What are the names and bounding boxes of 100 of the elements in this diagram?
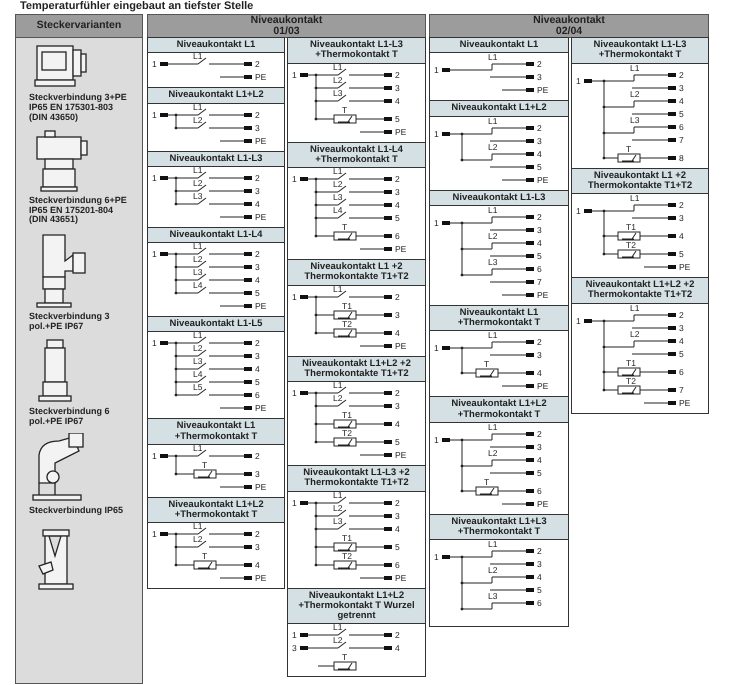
terminal-label: 2 (255, 450, 260, 461)
terminal-label: 2 (537, 122, 542, 132)
contact-label: T1 (626, 358, 636, 368)
terminal-label: 6 (255, 390, 260, 400)
terminal-label: PE (255, 573, 266, 584)
terminal-label: 3 (679, 322, 684, 332)
terminal-label: 4 (395, 419, 400, 429)
contact-label: L2 (333, 179, 342, 189)
schematic-panel (287, 37, 426, 142)
terminal-label: 2 (395, 174, 400, 184)
contact-label: L2 (488, 448, 498, 458)
terminal-label: 5 (537, 250, 542, 261)
contact-label: L3 (333, 88, 342, 98)
terminal-label: PE (255, 301, 266, 311)
terminal-label: 5 (537, 468, 542, 478)
contact-label: L3 (488, 591, 498, 602)
contact-label: T (342, 652, 348, 662)
connector-caption: Steckverbindung 3+PE IP65 EN 175301-803 (DIN 43650) (29, 93, 128, 123)
schematic-panel (287, 356, 426, 466)
contact-label: L2 (488, 142, 498, 152)
terminal-label: 1 (152, 59, 157, 70)
contact-label: L2 (333, 502, 342, 512)
terminal-label: 1 (434, 65, 439, 76)
schematic-panel (147, 150, 285, 228)
contact-label: L3 (630, 114, 640, 124)
contact-label: T (484, 359, 490, 370)
terminal-label: 1 (292, 174, 297, 184)
schematic-panel (147, 418, 285, 498)
terminal-label: 4 (255, 364, 260, 374)
terminal-label: 5 (537, 162, 542, 172)
terminal-label: 1 (152, 338, 157, 348)
contact-label: T1 (342, 300, 352, 310)
terminal-label: 4 (255, 198, 260, 209)
schematic-panel (287, 142, 426, 260)
terminal-label: 6 (395, 231, 400, 241)
terminal-label: 2 (679, 70, 684, 80)
panel-heading: Niveaukontakt L1-L4 (148, 228, 284, 243)
contact-label: L1 (193, 444, 202, 453)
terminal-label: 2 (255, 529, 260, 540)
schematic-panel (571, 168, 709, 278)
contact-label: L1 (488, 206, 498, 215)
terminal-label: 2 (395, 630, 400, 640)
page-title: Temperaturfühler eingebaut an tiefster Stelle (20, 0, 254, 12)
panel-heading: Niveaukontakt L1 +Thermokontakt T (148, 419, 284, 445)
terminal-label: 5 (679, 108, 684, 118)
terminal-label: 1 (576, 316, 581, 326)
terminal-label: 1 (152, 450, 157, 461)
contact-label: L4 (193, 369, 202, 380)
terminal-label: PE (679, 262, 690, 272)
contact-label: L1 (333, 624, 342, 632)
connector-caption: Steckverbindung IP65 (29, 506, 124, 516)
contact-label: L2 (630, 88, 640, 98)
contact-label: T (202, 460, 208, 470)
terminal-label: 6 (679, 366, 684, 376)
terminal-label: 3 (255, 186, 260, 196)
terminal-label: 3 (537, 136, 542, 146)
contact-label: T1 (626, 222, 636, 232)
contact-label: L3 (333, 516, 342, 526)
terminal-label: 3 (395, 401, 400, 411)
contact-label: L4 (193, 280, 202, 290)
panel-heading: Niveaukontakt L1+L2 +Thermokontakt T (430, 397, 568, 423)
panel-heading: Niveaukontakt L1-L3 +Thermokontakt T (572, 38, 708, 64)
terminal-label: PE (255, 212, 266, 222)
terminal-label: 4 (537, 238, 542, 248)
column-header: Niveaukontakt 02/04 (429, 14, 709, 38)
terminal-label: 6 (679, 122, 684, 132)
terminal-label: 3 (537, 442, 542, 452)
terminal-label: 3 (395, 82, 400, 92)
terminal-label: 1 (576, 206, 581, 216)
contact-label: L3 (333, 192, 342, 202)
panel-heading: Niveaukontakt L1+L2 +2 Thermokontakte T1+T2 (572, 278, 708, 304)
terminal-label: 3 (255, 351, 260, 362)
terminal-label: 5 (255, 377, 260, 388)
contact-label: L2 (630, 328, 640, 338)
contact-label: L1 (630, 64, 640, 72)
contact-label: T1 (342, 532, 352, 542)
contact-label: T (342, 222, 348, 232)
contact-label: L2 (193, 178, 202, 188)
contact-label: L1 (333, 492, 342, 500)
contact-label: L3 (488, 256, 498, 267)
terminal-label: 3 (255, 468, 260, 479)
schematic-panel (429, 190, 569, 306)
terminal-label: 1 (292, 630, 297, 640)
panel-heading: Niveaukontakt L1+L2 (148, 88, 284, 104)
contact-label: L1 (193, 332, 202, 340)
panel-heading: Niveaukontakt L1+L2 +Thermokontakt T Wurzel getrennt (288, 588, 425, 624)
contact-label: L1 (488, 422, 498, 432)
terminal-label: 2 (255, 59, 260, 70)
terminal-label: 5 (395, 213, 400, 223)
terminal-label: 3 (537, 224, 542, 235)
panel-heading: Niveaukontakt L1 (148, 38, 284, 54)
terminal-label: PE (255, 482, 266, 492)
terminal-label: 2 (537, 212, 542, 222)
contact-label: T2 (626, 240, 636, 250)
panel-heading: Niveaukontakt L1 +2 Thermokontakte T1+T2 (572, 168, 708, 194)
contact-label: L2 (193, 114, 202, 124)
connector-caption: Steckverbindung 3 pol.+PE IP67 (29, 312, 111, 332)
terminal-label: 2 (679, 310, 684, 320)
terminal-label: 5 (537, 585, 542, 596)
terminal-label: 4 (537, 454, 542, 465)
